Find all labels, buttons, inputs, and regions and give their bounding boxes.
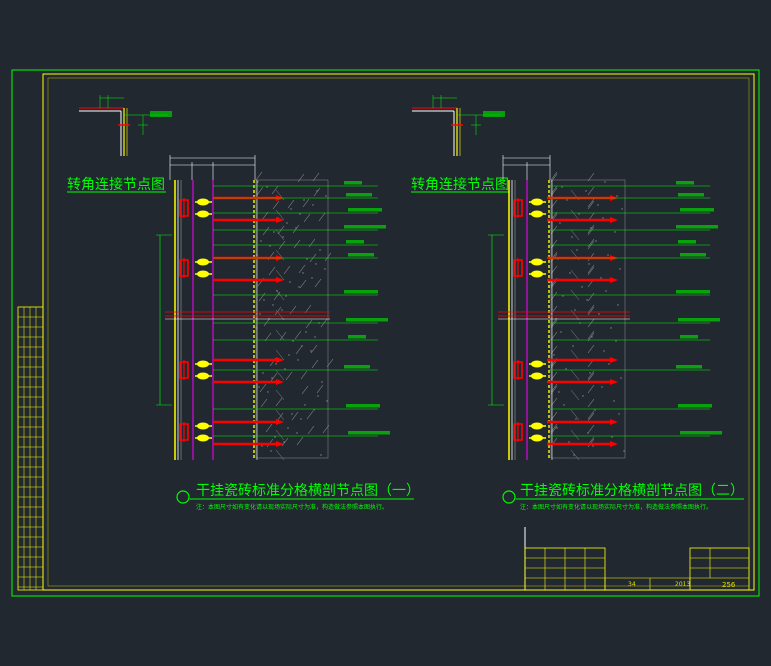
callout-leaders [549, 181, 722, 437]
inner-frame-2 [47, 77, 750, 587]
sheet-number: 256 [722, 581, 736, 589]
inner-frame [42, 73, 755, 591]
corner-detail-title: 转角连接节点图 [67, 176, 165, 193]
section-detail-title: 干挂瓷砖标准分格横剖节点图（二） [520, 483, 744, 499]
detail-2: 转角连接节点图 干挂瓷砖标准分格横剖节点图（二） 注：本图尺寸如有变化请以现场实… [411, 95, 744, 511]
title-block-cell-b: 2013 [675, 581, 690, 588]
corner-connection-detail: 转角连接节点图 [411, 95, 510, 193]
detail-marker-circle [502, 490, 516, 504]
detail-marker-circle [176, 490, 190, 504]
outer-frame [11, 69, 760, 597]
section-detail-title: 干挂瓷砖标准分格横剖节点图（一） [196, 483, 420, 499]
binding-strip [17, 306, 44, 591]
drawing-note: 注：本图尺寸如有变化请以现场实际尺寸为准，构造做法参照本图执行。 [520, 503, 712, 511]
corner-connection-detail: 转角连接节点图 [67, 95, 172, 193]
title-block-cell-a: 34 [628, 581, 636, 588]
title-block: 34 2013 256 [524, 527, 750, 591]
drawing-note: 注：本图尺寸如有变化请以现场实际尺寸为准，构造做法参照本图执行。 [196, 503, 388, 511]
corner-detail-title: 转角连接节点图 [411, 176, 509, 193]
detail-1: 转角连接节点图 干挂瓷砖标准分格横剖节点图（一） [67, 95, 420, 511]
callout-leaders [213, 181, 390, 437]
anchor-assemblies [179, 195, 284, 447]
